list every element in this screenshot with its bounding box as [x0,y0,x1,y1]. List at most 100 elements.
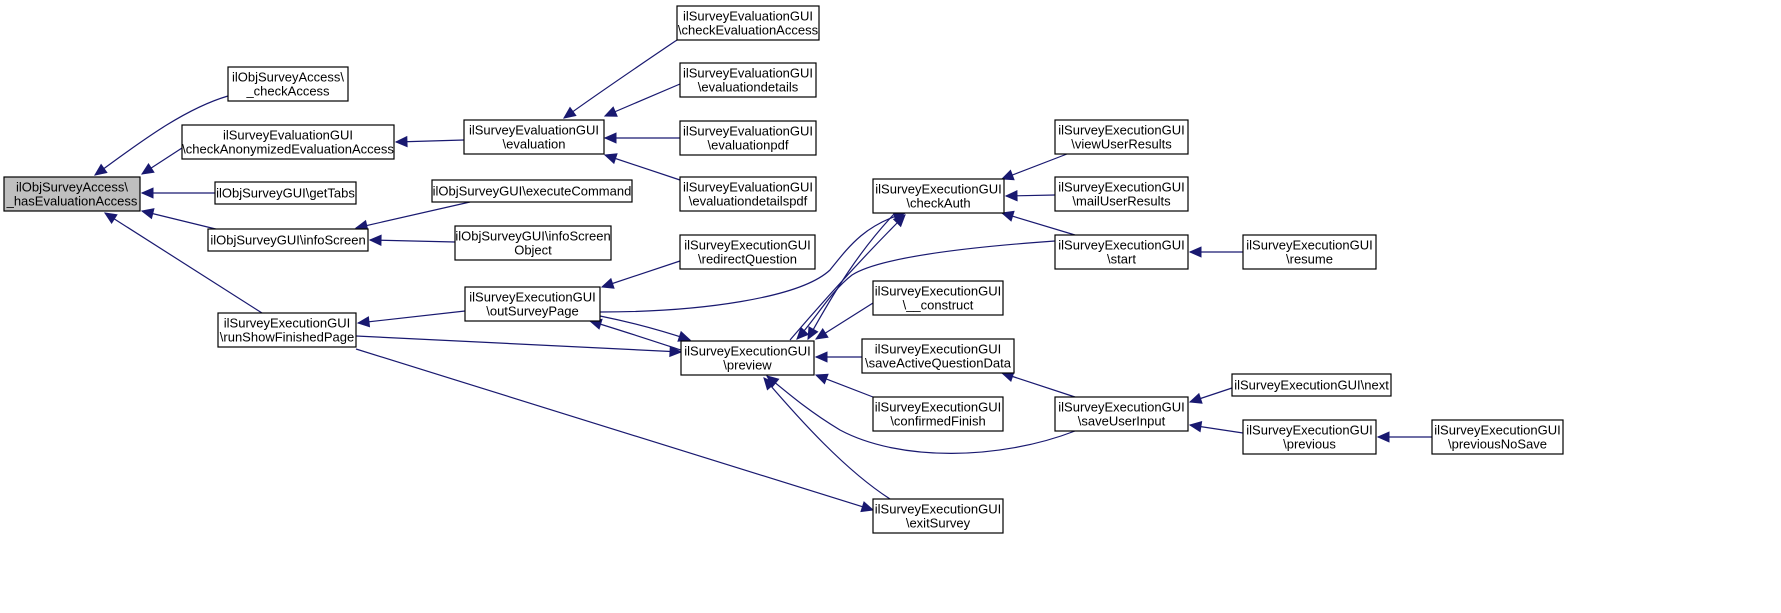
node-resume[interactable]: ilSurveyExecutionGUI\resume [1242,234,1377,270]
arrowhead-icon [603,132,617,144]
edge-previous_nosave-to-previous [1376,431,1432,443]
arrowhead-icon [860,501,875,513]
node-start[interactable]: ilSurveyExecutionGUI\start [1054,234,1189,270]
edge-check_access-to-has_eval [94,95,229,176]
node-check-eval[interactable]: ilSurveyEvaluationGUI\checkEvaluationAcc… [676,5,820,41]
edge-execute_cmd-to-info_screen [354,201,471,232]
node-check-anon[interactable]: ilSurveyEvaluationGUI\checkAnonymizedEva… [181,124,395,160]
node-label-line: ilSurveyExecutionGUI [1058,123,1184,138]
arrowhead-icon [603,153,618,165]
node-label-line: \mailUserResults [1072,194,1171,209]
node-has-eval[interactable]: ilObjSurveyAccess\_hasEvaluationAccess [3,176,141,212]
edges-layer [94,39,1432,513]
node-label-line: ilObjSurveyGUI\infoScreen [210,233,365,248]
arrowhead-icon [140,187,154,199]
node-label-line: ilSurveyEvaluationGUI [683,66,813,81]
node-save-active[interactable]: ilSurveyExecutionGUI\saveActiveQuestionD… [861,338,1015,374]
edge-check_auth-to-preview [807,212,896,341]
node-label-line: \runShowFinishedPage [220,330,354,345]
node-execute-cmd[interactable]: ilObjSurveyGUI\executeCommand [431,179,633,203]
node-label-line: ilSurveyExecutionGUI [1058,238,1184,253]
node-label-line: \outSurveyPage [486,304,579,319]
node-label-line: ilSurveyEvaluationGUI [469,123,599,138]
edge-check_anon-to-has_eval [140,147,183,175]
node-get-tabs[interactable]: ilObjSurveyGUI\getTabs [214,181,357,205]
node-check-access[interactable]: ilObjSurveyAccess\_checkAccess [227,66,349,102]
arrowhead-icon [814,351,828,363]
arrowhead-icon [140,208,155,220]
node-preview[interactable]: ilSurveyExecutionGUI\preview [680,340,815,376]
node-label-line: \previous [1283,437,1336,452]
node-label-line: ilSurveyExecutionGUI [469,290,595,305]
edge-preview-to-check_auth [789,214,906,341]
node-save-input[interactable]: ilSurveyExecutionGUI\saveUserInput [1054,396,1189,432]
node-previous[interactable]: ilSurveyExecutionGUI\previous [1242,419,1377,455]
node-label-line: \__construct [903,298,974,313]
node-exit-survey[interactable]: ilSurveyExecutionGUI\exitSurvey [872,498,1004,534]
arrowhead-icon [394,135,408,148]
node-label-line: ilObjSurveyGUI\getTabs [216,186,355,201]
arrowhead-icon [1376,431,1390,443]
node-label-line: \evaluation [503,137,566,152]
node-label-line: ilSurveyExecutionGUI [1058,400,1184,415]
arrowhead-icon [563,106,577,119]
node-label-line: \saveActiveQuestionData [865,356,1012,371]
node-label-line: \exitSurvey [906,516,971,531]
node-label-line: ilSurveyEvaluationGUI [223,128,353,143]
arrowhead-icon [140,162,155,175]
edge-run_show-to-has_eval [103,212,263,314]
node-label-line: \evaluationpdf [708,138,789,153]
node-next[interactable]: ilSurveyExecutionGUI\next [1231,373,1392,397]
node-eval-pdf[interactable]: ilSurveyEvaluationGUI\evaluationpdf [679,120,817,156]
node-out-survey[interactable]: ilSurveyExecutionGUI\outSurveyPage [464,286,601,322]
edge-run_show-to-exit_survey [355,348,875,513]
node-confirmed[interactable]: ilSurveyExecutionGUI\confirmedFinish [872,396,1004,432]
edge-next-to-save_input [1188,387,1233,404]
node-label-line: \previousNoSave [1448,437,1547,452]
edge-view_results-to-check_auth [1000,153,1068,181]
edge-previous-to-save_input [1188,421,1244,434]
arrowhead-icon [603,106,618,117]
node-eval-details[interactable]: ilSurveyEvaluationGUI\evaluationdetails [679,62,817,98]
node-label-line: ilSurveyExecutionGUI [1058,180,1184,195]
edge-construct-to-preview [814,302,874,340]
node-run-show[interactable]: ilSurveyExecutionGUI\runShowFinishedPage [217,312,357,348]
arrowhead-icon [368,234,382,246]
node-construct[interactable]: ilSurveyExecutionGUI\__construct [872,280,1004,316]
node-label-line: \viewUserResults [1071,137,1172,152]
node-label-line: \redirectQuestion [698,252,797,267]
node-eval-details-pdf[interactable]: ilSurveyEvaluationGUI\evaluationdetailsp… [679,176,817,212]
arrowhead-icon [1000,210,1015,222]
node-label-line: ilSurveyExecutionGUI [1246,238,1372,253]
node-info-screen[interactable]: ilObjSurveyGUI\infoScreen [207,228,369,252]
node-label-line: \evaluationdetailspdf [689,194,808,209]
edge-mail_results-to-check_auth [1004,190,1056,202]
edge-eval_details_pdf-to-evaluation [603,153,681,181]
node-label-line: ilObjSurveyAccess\ [232,70,344,85]
edge-start-to-check_auth [1000,210,1076,236]
arrowhead-icon [1000,169,1015,181]
arrowhead-icon [814,327,829,340]
arrowhead-icon [677,330,692,342]
node-label-line: _hasEvaluationAccess [6,194,138,209]
node-label-line: \preview [723,358,772,373]
node-label-line: ilObjSurveyGUI\executeCommand [433,184,632,199]
node-evaluation[interactable]: ilSurveyEvaluationGUI\evaluation [463,119,605,155]
arrowhead-icon [94,163,108,176]
edge-resume-to-start [1188,246,1243,258]
edge-run_show-to-preview [355,335,683,358]
node-check-auth[interactable]: ilSurveyExecutionGUI\checkAuth [872,178,1005,214]
edge-eval_pdf-to-evaluation [603,132,680,144]
arrowhead-icon [892,214,906,228]
node-label-line: \checkAuth [906,196,970,211]
arrowhead-icon [807,326,819,341]
node-mail-results[interactable]: ilSurveyExecutionGUI\mailUserResults [1054,176,1189,212]
node-redirect-q[interactable]: ilSurveyExecutionGUI\redirectQuestion [679,234,816,270]
node-previous-nosave[interactable]: ilSurveyExecutionGUI\previousNoSave [1431,419,1564,455]
arrowhead-icon [600,277,615,289]
node-label-line: ilSurveyExecutionGUI [224,316,350,331]
edge-confirmed-to-preview [814,373,874,398]
node-view-results[interactable]: ilSurveyExecutionGUI\viewUserResults [1054,119,1189,155]
